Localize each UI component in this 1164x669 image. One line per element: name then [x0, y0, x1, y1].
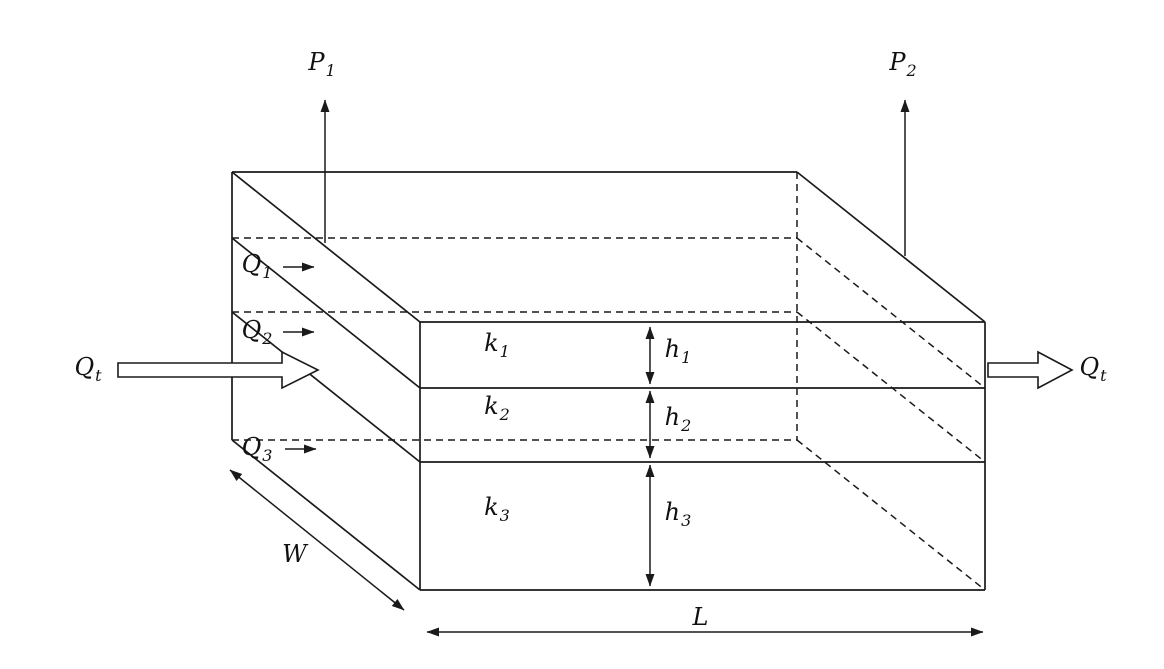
- k2-label: k2: [484, 392, 510, 422]
- w-dimension-arrow-icon: [229, 469, 405, 611]
- h2-label-sub: 2: [681, 415, 692, 435]
- p2-label-base: P: [889, 48, 906, 76]
- q1-label-base: Q: [241, 250, 262, 278]
- h3-label: h3: [664, 498, 692, 528]
- box-solid-edges: [231, 171, 986, 591]
- q3-label-base: Q: [241, 433, 262, 461]
- qt-outflow-block-arrow-icon: [987, 350, 1074, 390]
- qt-inflow-block-arrow-icon: [117, 350, 320, 390]
- h3-label-sub: 3: [681, 510, 692, 530]
- h1-label: h1: [664, 335, 692, 365]
- q1-label-sub: 1: [262, 262, 273, 282]
- q3-label: Q3: [241, 433, 273, 463]
- k1-label-base: k: [484, 329, 499, 357]
- qt-inflow-label: Qt: [74, 353, 101, 383]
- qt-inflow-label-base: Q: [74, 353, 95, 381]
- q2-label: Q2: [241, 316, 273, 346]
- h2-label: h2: [664, 403, 692, 433]
- h2-label-base: h: [664, 403, 681, 431]
- qt-outflow-label: Qt: [1079, 353, 1106, 383]
- l-label: L: [693, 605, 710, 629]
- l-label-base: L: [692, 603, 709, 631]
- p1-label: P1: [308, 48, 335, 78]
- p1-label-base: P: [308, 48, 325, 76]
- qt-outflow-label-base: Q: [1079, 353, 1100, 381]
- p2-label-sub: 2: [906, 60, 917, 80]
- k1-label-sub: 1: [499, 341, 510, 361]
- flow-arrows: [117, 262, 1074, 454]
- q2-label-sub: 2: [262, 328, 273, 348]
- top-left-depth-edge: [231, 171, 421, 323]
- k3-label-base: k: [484, 493, 499, 521]
- h1-label-base: h: [664, 335, 681, 363]
- k2-label-base: k: [484, 392, 499, 420]
- q1-label: Q1: [241, 250, 273, 280]
- k1-label: k1: [484, 329, 510, 359]
- q3-label-sub: 3: [262, 445, 273, 465]
- k2-label-sub: 2: [499, 404, 510, 424]
- h3-label-base: h: [664, 498, 681, 526]
- q2-label-base: Q: [241, 316, 262, 344]
- w-label-base: W: [282, 540, 307, 568]
- right-interface-2-hidden-edge: [796, 311, 986, 463]
- top-right-depth-edge: [796, 171, 986, 323]
- side-layer2-layer3-interface: [231, 311, 421, 463]
- bottom-left-depth-edge: [231, 439, 421, 591]
- w-label: W: [282, 542, 308, 566]
- qt-outflow-label-sub: t: [1100, 365, 1107, 385]
- dimension-arrows: [229, 326, 984, 637]
- side-layer1-layer2-interface: [231, 237, 421, 389]
- p2-label: P2: [889, 48, 916, 78]
- h1-label-sub: 1: [681, 347, 692, 367]
- pressure-arrows: [320, 99, 910, 256]
- right-interface-1-hidden-edge: [796, 237, 986, 389]
- p1-label-sub: 1: [325, 60, 336, 80]
- qt-inflow-label-sub: t: [95, 365, 102, 385]
- k3-label: k3: [484, 493, 510, 523]
- bottom-right-depth-hidden-edge: [796, 439, 986, 591]
- box-hidden-edges: [232, 172, 986, 591]
- k3-label-sub: 3: [499, 505, 510, 525]
